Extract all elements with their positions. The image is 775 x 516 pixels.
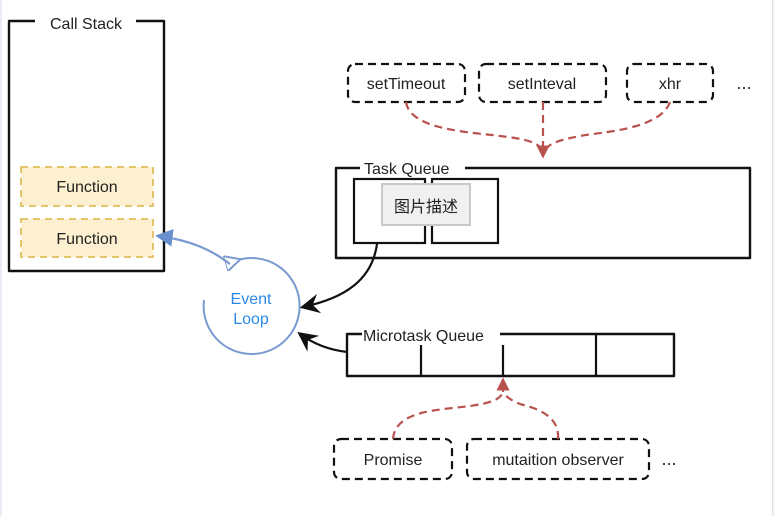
task-source-label: xhr — [659, 76, 682, 93]
task-source-label: setInteval — [508, 76, 576, 93]
stack-frame-label: Function — [56, 231, 117, 248]
task-sources: setTimeout setInteval xhr ... — [346, 62, 752, 159]
stack-frame: Function — [20, 218, 154, 258]
event-loop: Event Loop — [155, 229, 301, 356]
left-edge — [0, 0, 2, 516]
call-stack-title: Call Stack — [50, 16, 123, 33]
event-loop-label-2: Loop — [233, 311, 269, 328]
microtask-queue-to-loop-arrow — [297, 332, 348, 354]
microtask-source-more: ... — [661, 449, 676, 469]
microtask-queue: Microtask Queue — [345, 328, 676, 378]
microtask-queue-title: Microtask Queue — [363, 328, 484, 345]
stack-frame-label: Function — [56, 179, 117, 196]
event-loop-label-1: Event — [231, 291, 272, 308]
task-source-more: ... — [736, 73, 751, 93]
scrollbar-track[interactable] — [772, 0, 775, 516]
stack-frame: Function — [20, 166, 154, 207]
task-queue-to-loop-arrow — [299, 243, 379, 314]
task-source-xhr: xhr — [625, 62, 715, 104]
microtask-source-promise: Promise — [332, 437, 454, 481]
task-source-setinterval: setInteval — [477, 62, 608, 104]
task-source-label: setTimeout — [367, 76, 446, 93]
broken-image-alt-text: 图片描述 — [381, 183, 471, 226]
microtask-source-mutation-observer: mutaition observer — [465, 437, 651, 481]
task-queue-title: Task Queue — [364, 161, 449, 178]
microtask-source-label: Promise — [364, 452, 423, 469]
microtask-source-label: mutaition observer — [492, 452, 624, 469]
event-loop-to-stack-arrow — [155, 229, 231, 265]
call-stack: Call Stack Function Function — [7, 16, 166, 273]
microtask-sources: Promise mutaition observer ... — [332, 377, 677, 481]
task-source-settimeout: setTimeout — [346, 62, 467, 104]
